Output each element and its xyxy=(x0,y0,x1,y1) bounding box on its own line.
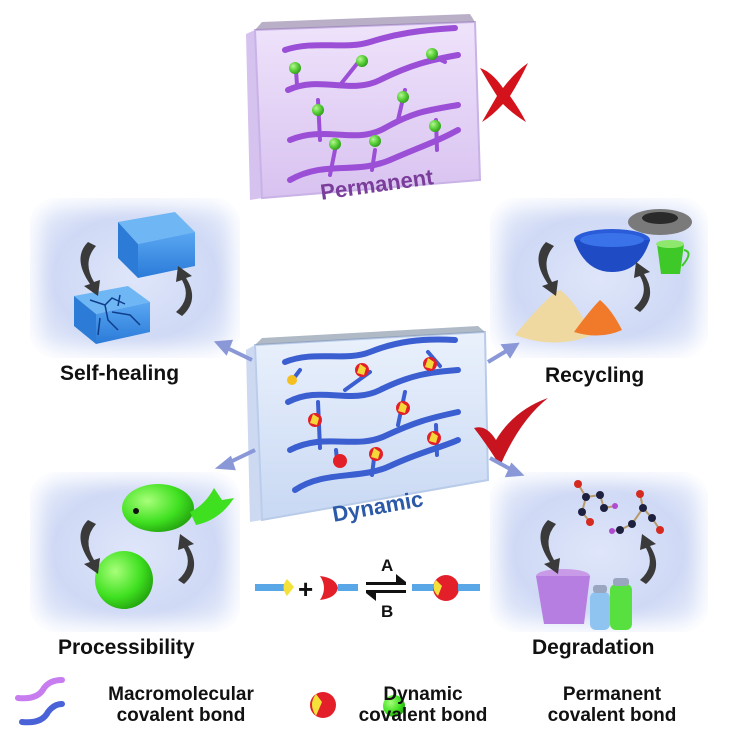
molecules-icon xyxy=(574,480,664,534)
degradation-cycle-arrows xyxy=(540,520,657,584)
dynamic-chains xyxy=(282,336,461,493)
reverse-label: B xyxy=(381,602,394,621)
blue-bowl-icon xyxy=(574,229,650,272)
orange-pile-icon xyxy=(574,300,622,336)
plus-sign: + xyxy=(298,574,314,604)
reaction-product xyxy=(412,575,480,601)
intact-block-icon xyxy=(118,212,195,278)
legend-dynamic: Dynamic covalent bond xyxy=(358,684,488,726)
green-cup-icon xyxy=(656,240,690,274)
degradation-label: Degradation xyxy=(532,636,655,659)
check-mark-icon xyxy=(474,398,548,466)
forward-label: A xyxy=(381,556,394,575)
permanent-bond-nodes xyxy=(289,48,441,150)
green-ball-icon xyxy=(95,551,153,609)
direction-arrows xyxy=(213,339,525,478)
recycling-label: Recycling xyxy=(545,364,645,387)
cross-mark-icon xyxy=(480,63,528,122)
bottles-icon xyxy=(590,578,632,630)
equilibrium-arrows-icon xyxy=(366,574,406,601)
processability-label: Processibility xyxy=(58,636,195,659)
dynamic-bond-nodes xyxy=(287,357,441,468)
recycling-cycle-arrows xyxy=(538,242,651,312)
reaction-left-red-half xyxy=(320,576,358,600)
sand-pile-icon xyxy=(515,290,592,343)
processability-cycle-arrows xyxy=(80,520,195,584)
legend-macromolecular: Macromolecular covalent bond xyxy=(108,684,254,726)
cracked-block-icon xyxy=(74,286,150,344)
dynamic-box xyxy=(246,326,490,522)
green-whale-icon xyxy=(122,484,234,532)
self-healing-cycle-arrows xyxy=(80,242,193,316)
self-healing-label: Self-healing xyxy=(60,362,180,385)
permanent-bond-icon xyxy=(383,695,405,717)
reaction-left-yellow-half xyxy=(255,579,294,596)
dynamic-bond-icon xyxy=(310,692,336,718)
purple-basket-icon xyxy=(536,569,590,624)
legend-permanent: Permanent covalent bond xyxy=(547,684,677,726)
permanent-box xyxy=(246,14,482,200)
macromolecular-chain-icon xyxy=(15,677,65,726)
tire-icon xyxy=(628,209,692,235)
permanent-chains xyxy=(282,25,461,183)
